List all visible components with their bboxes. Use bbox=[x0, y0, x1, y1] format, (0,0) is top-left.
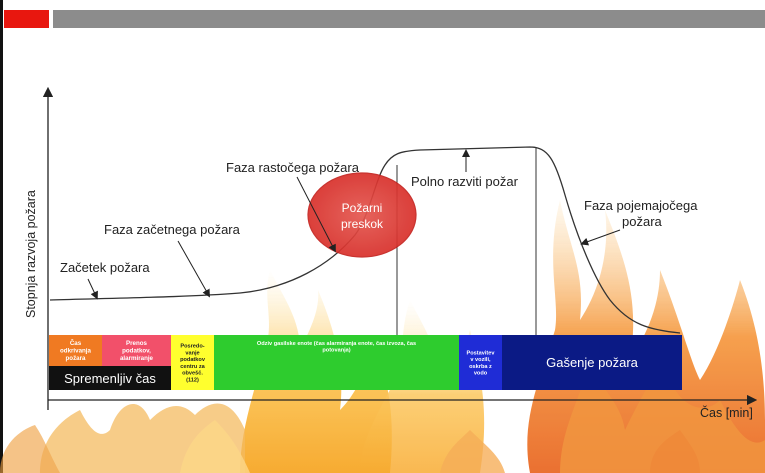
pointer-incipient bbox=[177, 240, 210, 298]
label-incipient: Faza začetnega požara bbox=[104, 222, 241, 237]
label-full: Polno razviti požar bbox=[411, 174, 519, 189]
timeline-label-mediation: Posredo- bbox=[180, 344, 204, 350]
timeline-label-transfer: Prenos bbox=[126, 340, 148, 347]
timeline-segment-discovery bbox=[49, 335, 102, 366]
timeline-label-setup: vodo bbox=[474, 371, 488, 377]
timeline-label-mediation: podatkov bbox=[180, 357, 206, 363]
timeline-label-discovery: odkrivanja bbox=[60, 348, 92, 355]
pointer-growth bbox=[296, 176, 336, 253]
fire-development-curve bbox=[49, 146, 681, 334]
timeline-segment-mediation bbox=[171, 335, 214, 390]
timeline-label-mediation: obvešč. bbox=[182, 371, 203, 377]
timeline-label-mediation: (112) bbox=[186, 377, 199, 383]
label-decay-line1: Faza pojemajočega bbox=[584, 198, 698, 213]
flashover-label-line2: preskok bbox=[341, 217, 384, 231]
left-border bbox=[0, 0, 3, 473]
timeline-label-mediation: centru za bbox=[180, 364, 205, 370]
label-decay-line2: požara bbox=[622, 214, 663, 229]
timeline-label-extinguish: Gašenje požara bbox=[546, 355, 639, 370]
pointer-decay bbox=[580, 229, 621, 246]
timeline-segment-extinguish bbox=[502, 335, 682, 390]
pointer-start bbox=[87, 278, 98, 300]
flashover-marker: Požarni preskok bbox=[307, 172, 417, 258]
variable-time-bar bbox=[49, 366, 171, 390]
x-axis-label: Čas [min] bbox=[700, 405, 753, 420]
timeline-label-setup: Postavitev bbox=[467, 350, 496, 356]
header-bar bbox=[53, 10, 765, 28]
timeline-segment-transfer bbox=[102, 335, 171, 366]
timeline-label-response: potovanja) bbox=[322, 348, 350, 354]
timeline-label-discovery: Čas bbox=[70, 340, 82, 347]
timeline-label-transfer: podatkov, bbox=[122, 348, 151, 355]
timeline-segment-setup bbox=[459, 335, 502, 390]
y-axis-label: Stopnja razvoja požara bbox=[24, 190, 38, 318]
timeline-label-response: Odziv gasilske enote (čas alarmiranja en… bbox=[257, 341, 416, 347]
variable-time-label: Spremenljiv čas bbox=[64, 371, 156, 386]
timeline-label-setup: oskrba z bbox=[469, 364, 492, 370]
label-start: Začetek požara bbox=[60, 260, 150, 275]
timeline-label-discovery: požara bbox=[66, 355, 87, 362]
timeline-segment-response bbox=[214, 335, 459, 390]
timeline-label-setup: v vozili, bbox=[470, 357, 491, 363]
axes bbox=[42, 86, 758, 410]
timeline-label-mediation: vanje bbox=[185, 350, 199, 356]
flashover-label-line1: Požarni bbox=[342, 201, 383, 215]
timeline-label-transfer: alarmiranje bbox=[120, 355, 154, 362]
header-accent-red bbox=[4, 10, 49, 28]
label-growth: Faza rastočega požara bbox=[226, 160, 360, 175]
